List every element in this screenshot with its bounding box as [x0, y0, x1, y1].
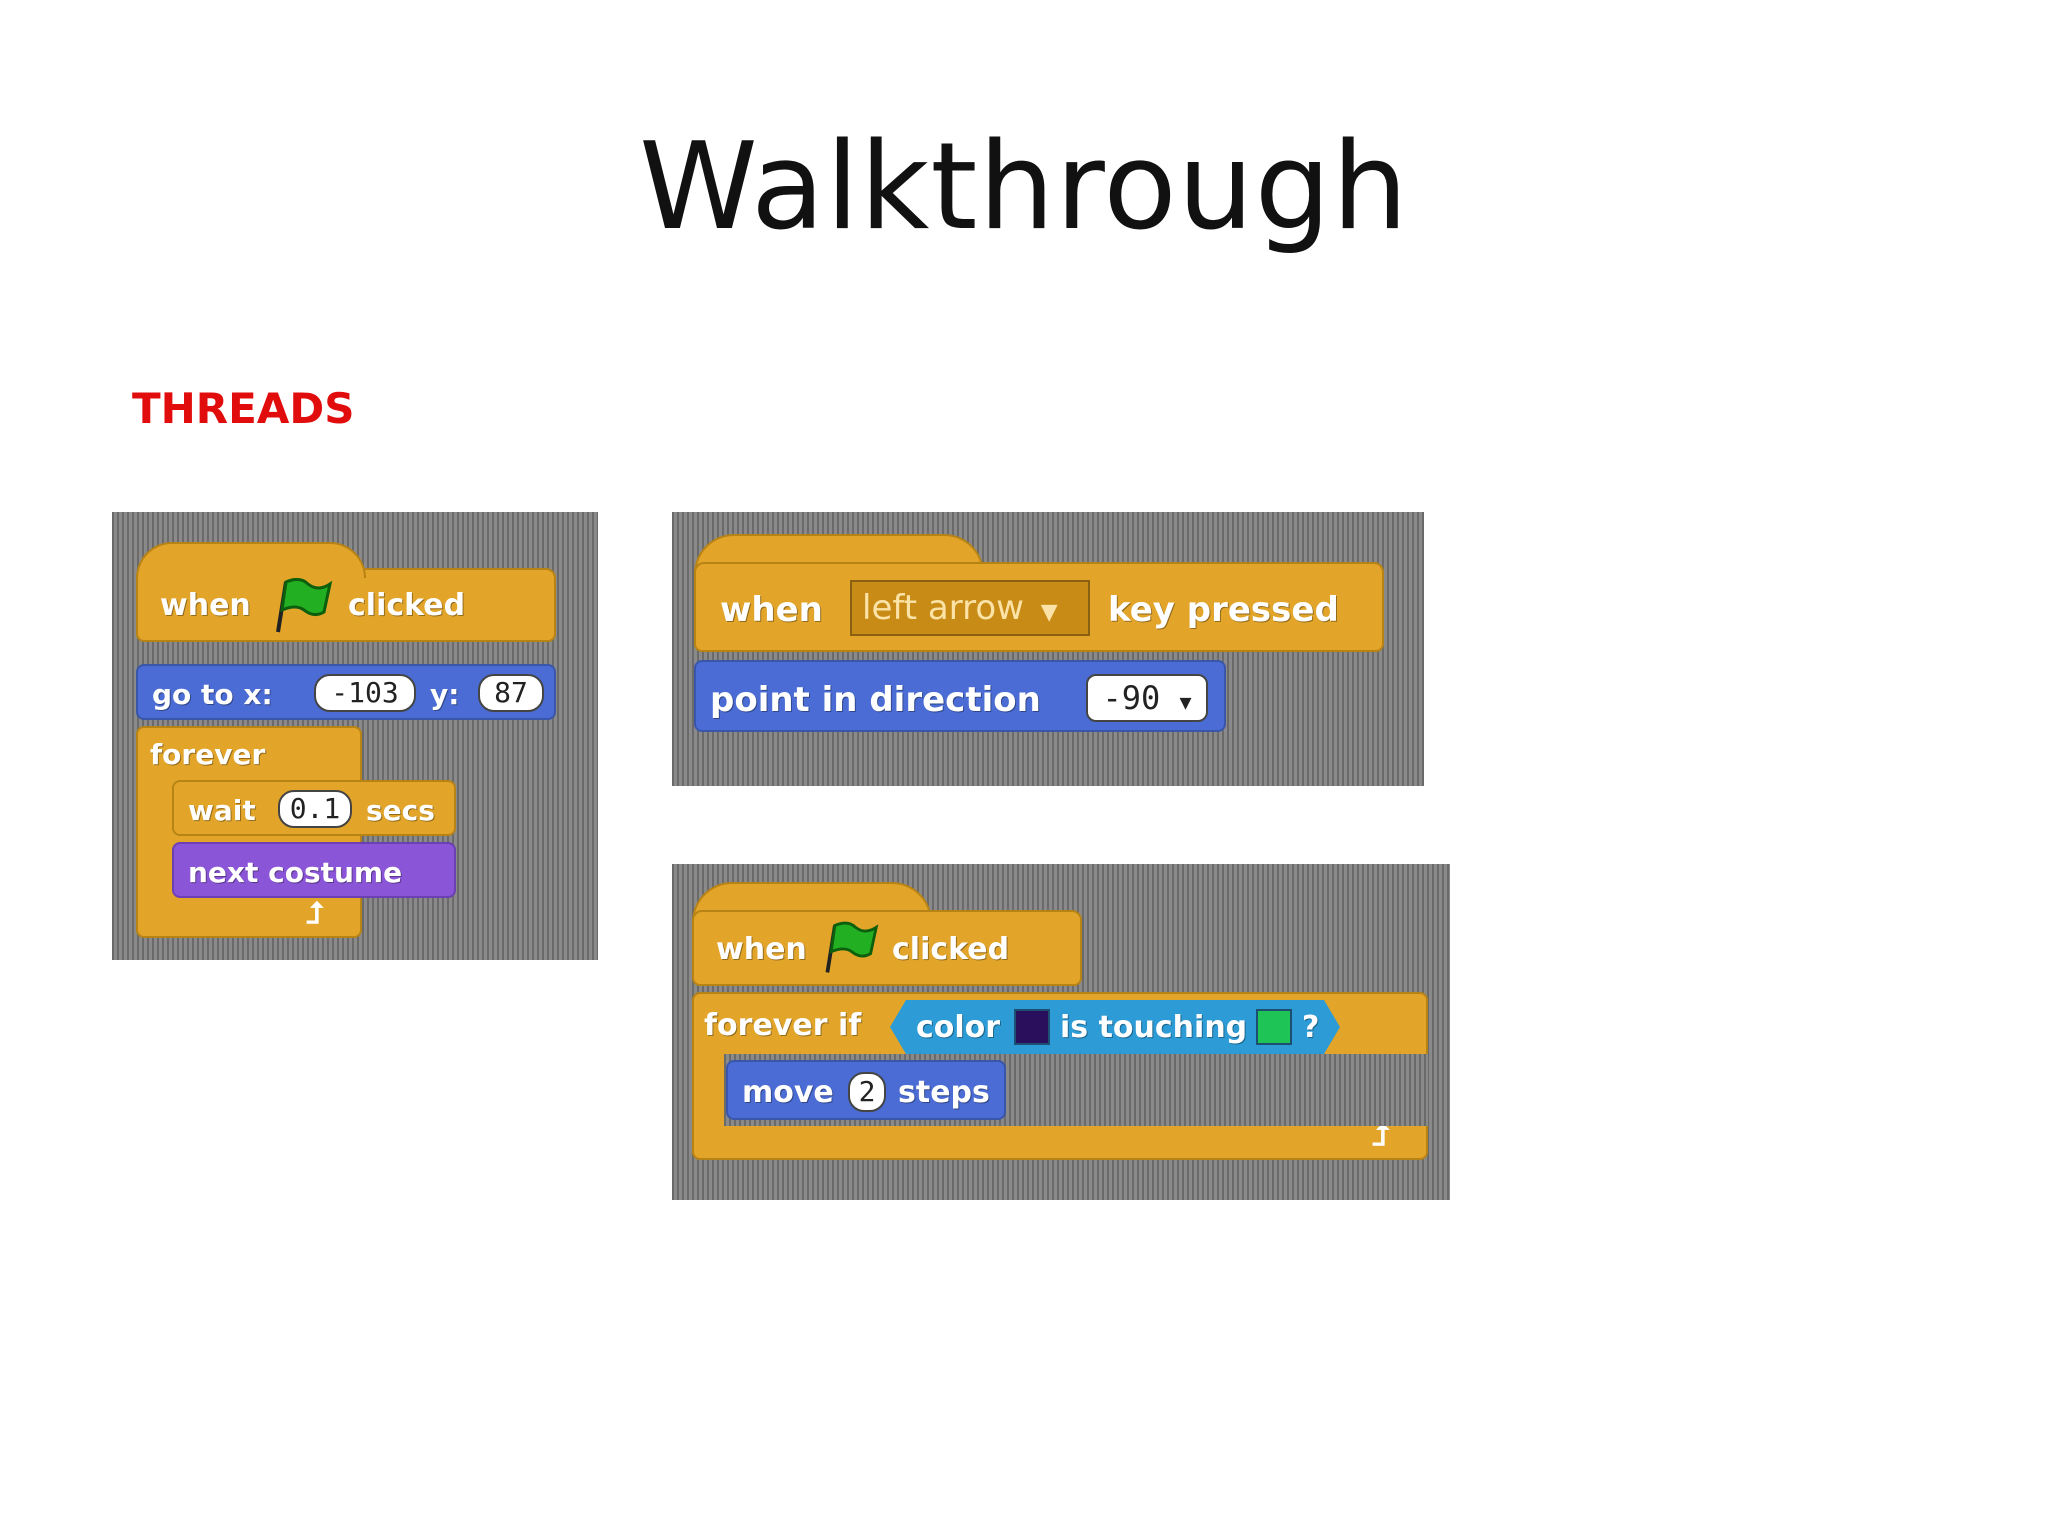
key-dropdown[interactable]: left arrow ▼: [850, 580, 1090, 636]
hat-clicked-label: clicked: [348, 588, 466, 623]
point-in-direction-block[interactable]: point in direction -90 ▼: [694, 660, 1226, 732]
move-steps-block[interactable]: move 2 steps: [726, 1060, 1006, 1120]
dropdown-arrow-icon: ▼: [1040, 600, 1058, 625]
goto-x-input[interactable]: -103: [314, 674, 416, 712]
key-pressed-label: key pressed: [1108, 590, 1339, 630]
script-panel-3: when clicked forever if color is touchin…: [672, 864, 1450, 1200]
green-flag-icon: [276, 577, 333, 633]
script-panel-1: when clicked go to x: -103 y: 87 forever…: [112, 512, 598, 960]
when-flag-clicked-hat[interactable]: when clicked: [136, 568, 556, 642]
next-costume-block[interactable]: next costume: [172, 842, 456, 898]
goto-y-label: y:: [430, 678, 460, 711]
direction-input[interactable]: -90 ▼: [1086, 674, 1208, 722]
wait-value-input[interactable]: 0.1: [278, 790, 352, 828]
slide-title: Walkthrough: [639, 118, 1409, 257]
wait-label: wait: [188, 794, 256, 827]
green-flag-icon: [825, 921, 879, 973]
point-label: point in direction: [710, 680, 1041, 720]
key-dropdown-value: left arrow: [862, 588, 1024, 628]
loop-arrow-icon: ⮥: [306, 896, 324, 931]
dropdown-arrow-icon: ▼: [1179, 690, 1192, 714]
when-flag-clicked-hat[interactable]: when clicked: [692, 910, 1082, 986]
hat-clicked-label: clicked: [892, 932, 1010, 967]
color-touching-sensor[interactable]: color is touching ?: [890, 1000, 1340, 1054]
move-label: move: [742, 1075, 834, 1110]
slide-subtitle: THREADS: [132, 384, 355, 433]
when-key-pressed-hat[interactable]: when left arrow ▼ key pressed: [694, 562, 1384, 652]
hat-when-label: when: [720, 590, 823, 630]
forever-if-label: forever if: [704, 1008, 862, 1043]
hat-when-label: when: [716, 932, 807, 967]
wait-unit-label: secs: [366, 794, 435, 827]
goto-label: go to x:: [152, 678, 273, 711]
color-swatch-2[interactable]: [1256, 1009, 1292, 1045]
forever-label: forever: [150, 738, 266, 771]
script-panel-2: when left arrow ▼ key pressed point in d…: [672, 512, 1424, 786]
color-swatch-1[interactable]: [1014, 1009, 1050, 1045]
wait-block[interactable]: wait 0.1 secs: [172, 780, 456, 836]
hat-curve: [136, 542, 366, 578]
direction-value: -90: [1102, 679, 1161, 717]
next-costume-label: next costume: [188, 856, 403, 889]
hat-when-label: when: [160, 588, 251, 623]
move-value-input[interactable]: 2: [848, 1072, 886, 1112]
sensor-color-label: color: [916, 1010, 1001, 1045]
sensor-touching-label: is touching: [1060, 1010, 1248, 1045]
goto-y-input[interactable]: 87: [478, 674, 544, 712]
go-to-xy-block[interactable]: go to x: -103 y: 87: [136, 664, 556, 720]
sensor-question-mark: ?: [1302, 1010, 1320, 1045]
steps-label: steps: [898, 1075, 990, 1110]
loop-arrow-icon: ⮥: [1372, 1118, 1390, 1153]
